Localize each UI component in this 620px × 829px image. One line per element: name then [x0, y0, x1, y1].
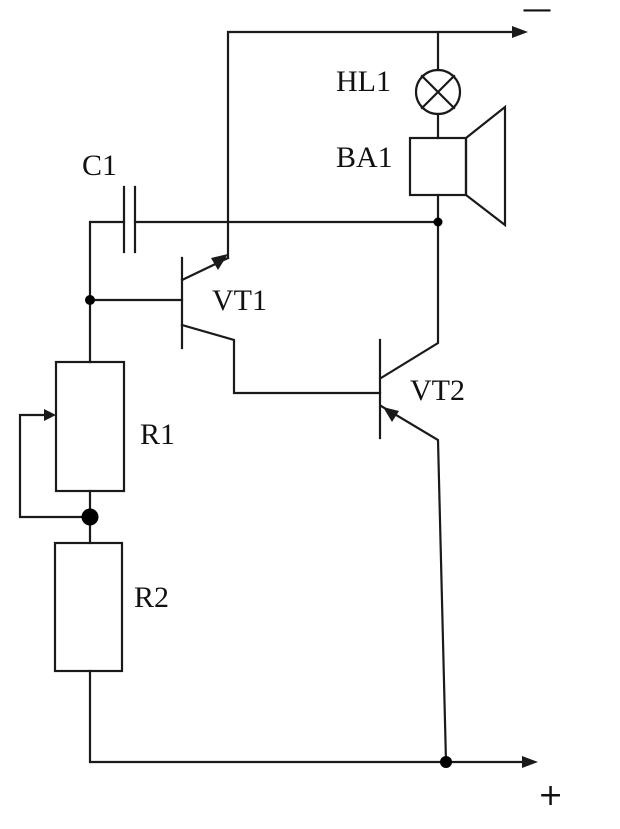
negative-terminal-arrow: [512, 26, 528, 38]
wire-r1-wiper-loop: [18, 413, 92, 519]
label-r2: R2: [134, 581, 169, 614]
positive-terminal-label: +: [538, 778, 563, 813]
wire-bottom-rail: [88, 669, 530, 764]
speaker-ba1: [408, 104, 507, 228]
resistor-r2: [53, 541, 124, 673]
junction-dot-c1-node: [433, 217, 443, 227]
label-ba1: BA1: [336, 141, 393, 174]
junction-dot-vt1-base: [85, 295, 95, 305]
wire-vt1-collector-to-vt2-base: [180, 323, 382, 395]
wire-vt2-emitter: [379, 404, 448, 764]
label-c1: C1: [82, 149, 117, 182]
wires: [18, 30, 530, 764]
vt2-emitter-arrow: [383, 407, 399, 422]
label-r1: R1: [140, 418, 175, 451]
lamp-hl1: [414, 68, 462, 116]
r1-wiper-arrow: [44, 409, 56, 421]
junction-dot-bottom-rail: [440, 756, 452, 768]
label-vt2: VT2: [410, 374, 465, 407]
wire-c1-left: [88, 220, 126, 364]
negative-terminal-label: —: [522, 0, 552, 27]
junction-dot-r1-r2: [81, 508, 99, 526]
transistor-vt1: [180, 256, 230, 350]
resistor-r1: [54, 360, 126, 493]
wire-top-rail: [226, 30, 517, 260]
label-hl1: HL1: [336, 65, 391, 98]
wire-node-to-vt2-collector: [379, 220, 440, 380]
label-vt1: VT1: [212, 284, 267, 317]
capacitor-c1: [122, 185, 137, 254]
positive-terminal-arrow: [522, 756, 538, 768]
